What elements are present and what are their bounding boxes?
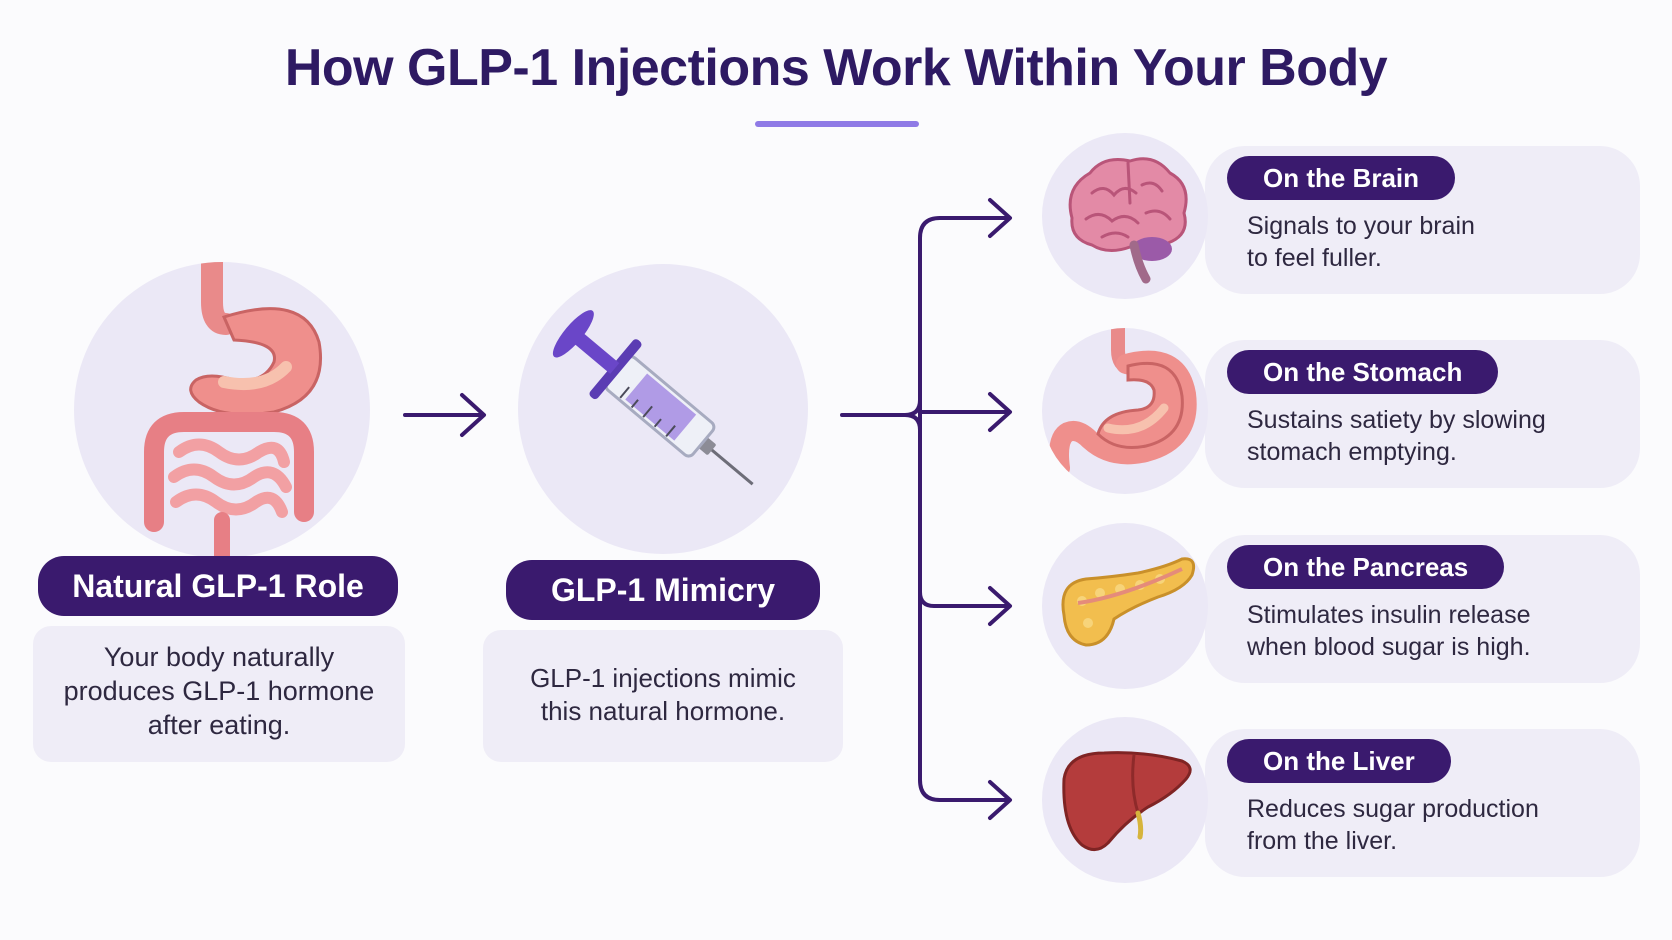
arrow-step1-to-step2	[403, 393, 486, 437]
arrow-to-stomach	[918, 392, 1012, 432]
effect-label-brain: On the Brain	[1263, 163, 1420, 193]
branch-curve-mid	[903, 398, 922, 432]
arrow-to-pancreas	[918, 586, 1012, 626]
effect-description-brain: Signals to your brain to feel fuller.	[1247, 212, 1475, 272]
effect-label-pill-stomach: On the Stomach	[1227, 350, 1499, 394]
effect-description-stomach: Sustains satiety by slowing stomach empt…	[1247, 406, 1546, 466]
effect-label-pill-pancreas: On the Pancreas	[1227, 545, 1505, 589]
step1-description: Your body naturally produces GLP-1 hormo…	[63, 642, 375, 740]
arrow-to-liver	[938, 780, 1012, 820]
effect-label-pill-liver: On the Liver	[1227, 739, 1451, 783]
branch-vertical	[918, 216, 942, 802]
digestive-system-icon	[144, 262, 322, 558]
step2-label: GLP-1 Mimicry	[550, 572, 776, 608]
syringe-icon	[552, 310, 754, 486]
step1-label-pill: Natural GLP-1 Role	[38, 556, 398, 616]
title-underline	[755, 121, 919, 127]
effect-label-pancreas: On the Pancreas	[1263, 552, 1469, 582]
effect-label-stomach: On the Stomach	[1263, 357, 1463, 387]
step1-circle	[74, 262, 370, 558]
step1-description-card: Your body naturally produces GLP-1 hormo…	[33, 626, 405, 762]
arrow-to-brain	[938, 198, 1012, 238]
step1-label: Natural GLP-1 Role	[72, 568, 364, 604]
effect-circle-liver	[1042, 717, 1208, 883]
step2-description-card: GLP-1 injections mimic this natural horm…	[483, 630, 843, 762]
page-title: How GLP-1 Injections Work Within Your Bo…	[284, 39, 1388, 97]
brain-icon	[1068, 157, 1188, 284]
stomach-icon	[1049, 328, 1197, 478]
effect-label-liver: On the Liver	[1263, 746, 1415, 776]
effect-label-pill-brain: On the Brain	[1227, 156, 1456, 200]
effect-circle-stomach	[1042, 328, 1208, 494]
effect-circle-pancreas	[1042, 523, 1208, 689]
step2-label-pill: GLP-1 Mimicry	[506, 560, 820, 620]
effect-description-liver: Reduces sugar production from the liver.	[1247, 795, 1539, 855]
step2-circle	[518, 264, 808, 554]
effect-circle-brain	[1042, 133, 1208, 299]
effect-description-pancreas: Stimulates insulin release when blood su…	[1247, 601, 1531, 661]
liver-icon	[1062, 751, 1192, 851]
pancreas-icon	[1061, 557, 1196, 647]
step2-description: GLP-1 injections mimic this natural horm…	[530, 663, 796, 726]
